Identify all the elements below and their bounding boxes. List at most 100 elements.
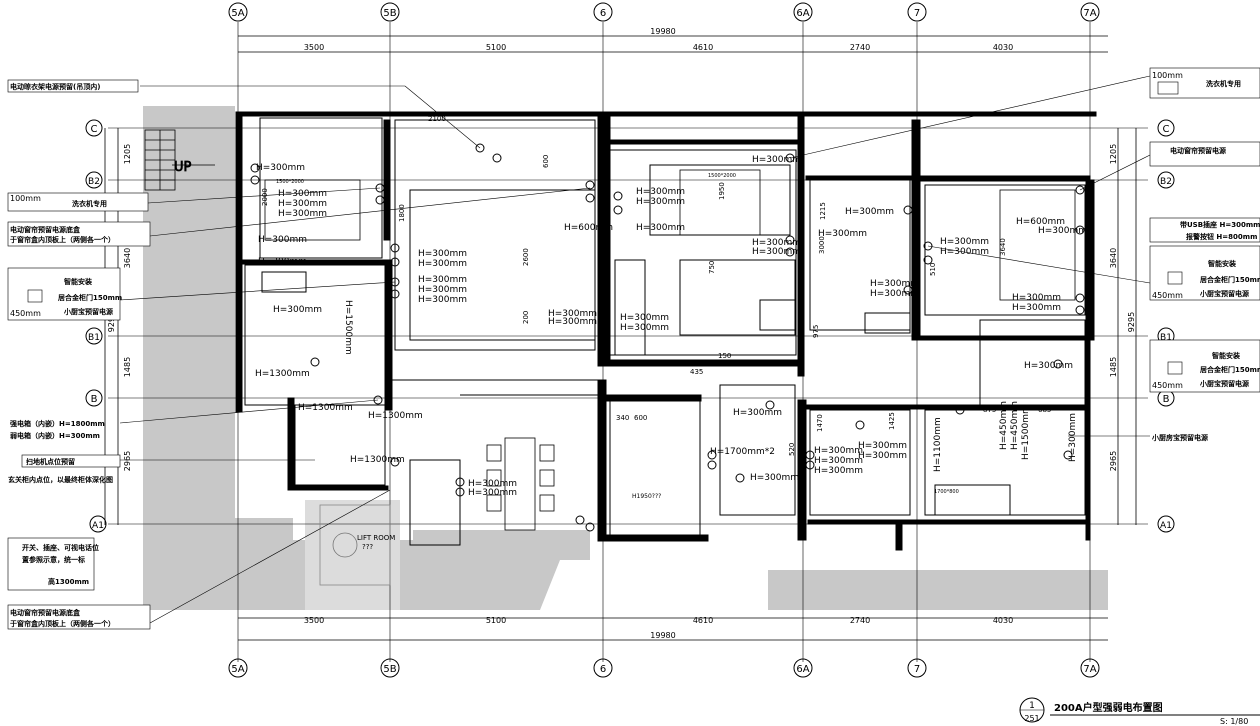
svg-text:3500: 3500 [304, 616, 324, 625]
svg-text:1205: 1205 [123, 144, 132, 164]
svg-text:B2: B2 [1160, 177, 1172, 187]
svg-text:1500*2000: 1500*2000 [708, 173, 736, 179]
svg-text:450mm: 450mm [10, 309, 41, 318]
svg-text:520: 520 [788, 443, 796, 456]
svg-text:H=300mm: H=300mm [1038, 226, 1087, 236]
svg-text:7: 7 [914, 8, 920, 19]
svg-text:小厨宝预留电源: 小厨宝预留电源 [1199, 289, 1249, 298]
stair: UP [144, 129, 215, 191]
svg-text:5A: 5A [231, 664, 244, 675]
svg-text:居合金柜门150mm: 居合金柜门150mm [1200, 275, 1260, 284]
svg-text:H=300mm: H=300mm [814, 456, 863, 466]
svg-text:3500: 3500 [304, 43, 324, 52]
title-block: 1 251 200A户型强弱电布置图 S: 1/80 [1019, 697, 1260, 726]
svg-text:H=300mm: H=300mm [752, 155, 801, 165]
svg-text:H=300mm: H=300mm [278, 199, 327, 209]
svg-text:B1: B1 [88, 333, 100, 343]
svg-text:200: 200 [522, 311, 530, 324]
svg-text:5B: 5B [383, 664, 396, 675]
svg-text:H=300mm: H=300mm [418, 285, 467, 295]
svg-text:B1: B1 [1160, 333, 1172, 343]
svg-text:H=300mm: H=300mm [1012, 293, 1061, 303]
svg-text:5100: 5100 [486, 616, 506, 625]
grid-bubbles-right: C B2 B1 B A1 [1157, 119, 1175, 533]
svg-text:H=300mm: H=300mm [870, 289, 919, 299]
svg-text:3000: 3000 [818, 236, 826, 254]
svg-text:4610: 4610 [693, 43, 713, 52]
svg-text:100mm: 100mm [10, 194, 41, 203]
grid-bubbles-bottom: 5A 5B 6 6A 7 7A [228, 658, 1100, 678]
svg-text:H=300mm: H=300mm [814, 446, 863, 456]
svg-text:H=1500mm: H=1500mm [343, 300, 353, 355]
svg-text:电动晾衣架电源预留(吊顶内): 电动晾衣架电源预留(吊顶内) [10, 82, 100, 91]
svg-text:H=300mm: H=300mm [940, 237, 989, 247]
svg-text:1700*800: 1700*800 [934, 489, 959, 495]
svg-text:6: 6 [600, 664, 606, 675]
svg-text:9295: 9295 [107, 312, 116, 332]
svg-text:435: 435 [690, 368, 703, 376]
svg-text:5A: 5A [231, 8, 244, 19]
svg-text:带USB插座 H=300mm: 带USB插座 H=300mm [1180, 220, 1260, 229]
svg-text:7A: 7A [1083, 664, 1096, 675]
svg-text:C: C [91, 124, 98, 135]
title-sheet: 251 [1024, 714, 1039, 723]
svg-text:3640: 3640 [999, 238, 1007, 256]
grid-bubbles-left: C B2 B1 B A1 [85, 119, 107, 533]
svg-text:600: 600 [542, 155, 550, 168]
svg-text:H=1300mm: H=1300mm [298, 403, 353, 413]
svg-text:H=300mm: H=300mm [1012, 303, 1061, 313]
svg-text:5100: 5100 [486, 43, 506, 52]
svg-text:小厨宝预留电源: 小厨宝预留电源 [63, 307, 113, 316]
svg-text:居合金柜门150mm: 居合金柜门150mm [1200, 365, 1260, 374]
svg-text:H=300mm: H=300mm [418, 275, 467, 285]
svg-text:4030: 4030 [993, 616, 1013, 625]
walls [235, 111, 1097, 551]
svg-text:1425: 1425 [888, 412, 896, 430]
svg-text:450mm: 450mm [1152, 381, 1183, 390]
svg-text:小厨房宝预留电源: 小厨房宝预留电源 [1151, 433, 1208, 442]
svg-text:智能安装: 智能安装 [64, 277, 92, 286]
svg-text:7A: 7A [1083, 8, 1096, 19]
svg-text:H=450mm: H=450mm [1010, 401, 1020, 450]
svg-text:智能安装: 智能安装 [1208, 259, 1236, 268]
stair-up-label: UP [174, 160, 192, 175]
svg-text:置参照示意，统一标: 置参照示意，统一标 [22, 555, 85, 564]
svg-text:H1950???: H1950??? [632, 493, 661, 500]
svg-text:H=300mm: H=300mm [750, 473, 799, 483]
svg-text:2740: 2740 [850, 43, 870, 52]
svg-text:高1300mm: 高1300mm [48, 577, 89, 586]
svg-text:H=300mm: H=300mm [620, 313, 669, 323]
svg-text:智能安装: 智能安装 [1212, 351, 1240, 360]
svg-text:H=1300mm: H=1300mm [350, 455, 405, 465]
lift-room: LIFT ROOM ??? [319, 504, 395, 586]
drawing-title: 200A户型强弱电布置图 [1054, 701, 1163, 714]
svg-text:7: 7 [914, 664, 920, 675]
svg-text:H=300mm: H=300mm [858, 451, 907, 461]
title-number: 1 [1029, 701, 1035, 711]
lift-room-sub: ??? [362, 543, 373, 551]
svg-text:H=600mm: H=600mm [1016, 217, 1065, 227]
svg-text:电动窗帘预留电源底盒: 电动窗帘预留电源底盒 [10, 225, 81, 234]
svg-text:弱电箱（内嵌）H=300mm: 弱电箱（内嵌）H=300mm [10, 431, 100, 440]
svg-text:A1: A1 [1160, 521, 1172, 531]
svg-text:1485: 1485 [1109, 357, 1118, 377]
svg-text:9295: 9295 [1127, 312, 1136, 332]
dimension-texts: 19980 3500 5100 4610 2740 4030 3500 5100… [107, 27, 1136, 640]
svg-text:H=1500mm: H=1500mm [1021, 405, 1031, 460]
svg-text:H=300mm: H=300mm [870, 279, 919, 289]
svg-text:875: 875 [983, 406, 996, 414]
svg-text:报警按钮 H=800mm: 报警按钮 H=800mm [1186, 232, 1257, 241]
svg-text:于窗帘盒内顶板上（两侧各一个）: 于窗帘盒内顶板上（两侧各一个） [10, 235, 115, 244]
svg-text:H=450mm: H=450mm [999, 401, 1009, 450]
svg-text:3640: 3640 [1109, 248, 1118, 268]
svg-text:1470: 1470 [816, 414, 824, 432]
svg-text:6A: 6A [796, 664, 809, 675]
svg-text:H=300mm: H=300mm [752, 238, 801, 248]
svg-text:510: 510 [929, 263, 937, 276]
svg-text:H=1700mm*2: H=1700mm*2 [710, 447, 775, 457]
svg-text:H=300mm: H=300mm [418, 249, 467, 259]
svg-text:600: 600 [634, 414, 647, 422]
svg-text:685: 685 [1038, 406, 1051, 414]
left-notes: 电动晾衣架电源预留(吊顶内) 100mm 洗衣机专用 电动窗帘预留电源底盒 于窗… [7, 79, 151, 630]
